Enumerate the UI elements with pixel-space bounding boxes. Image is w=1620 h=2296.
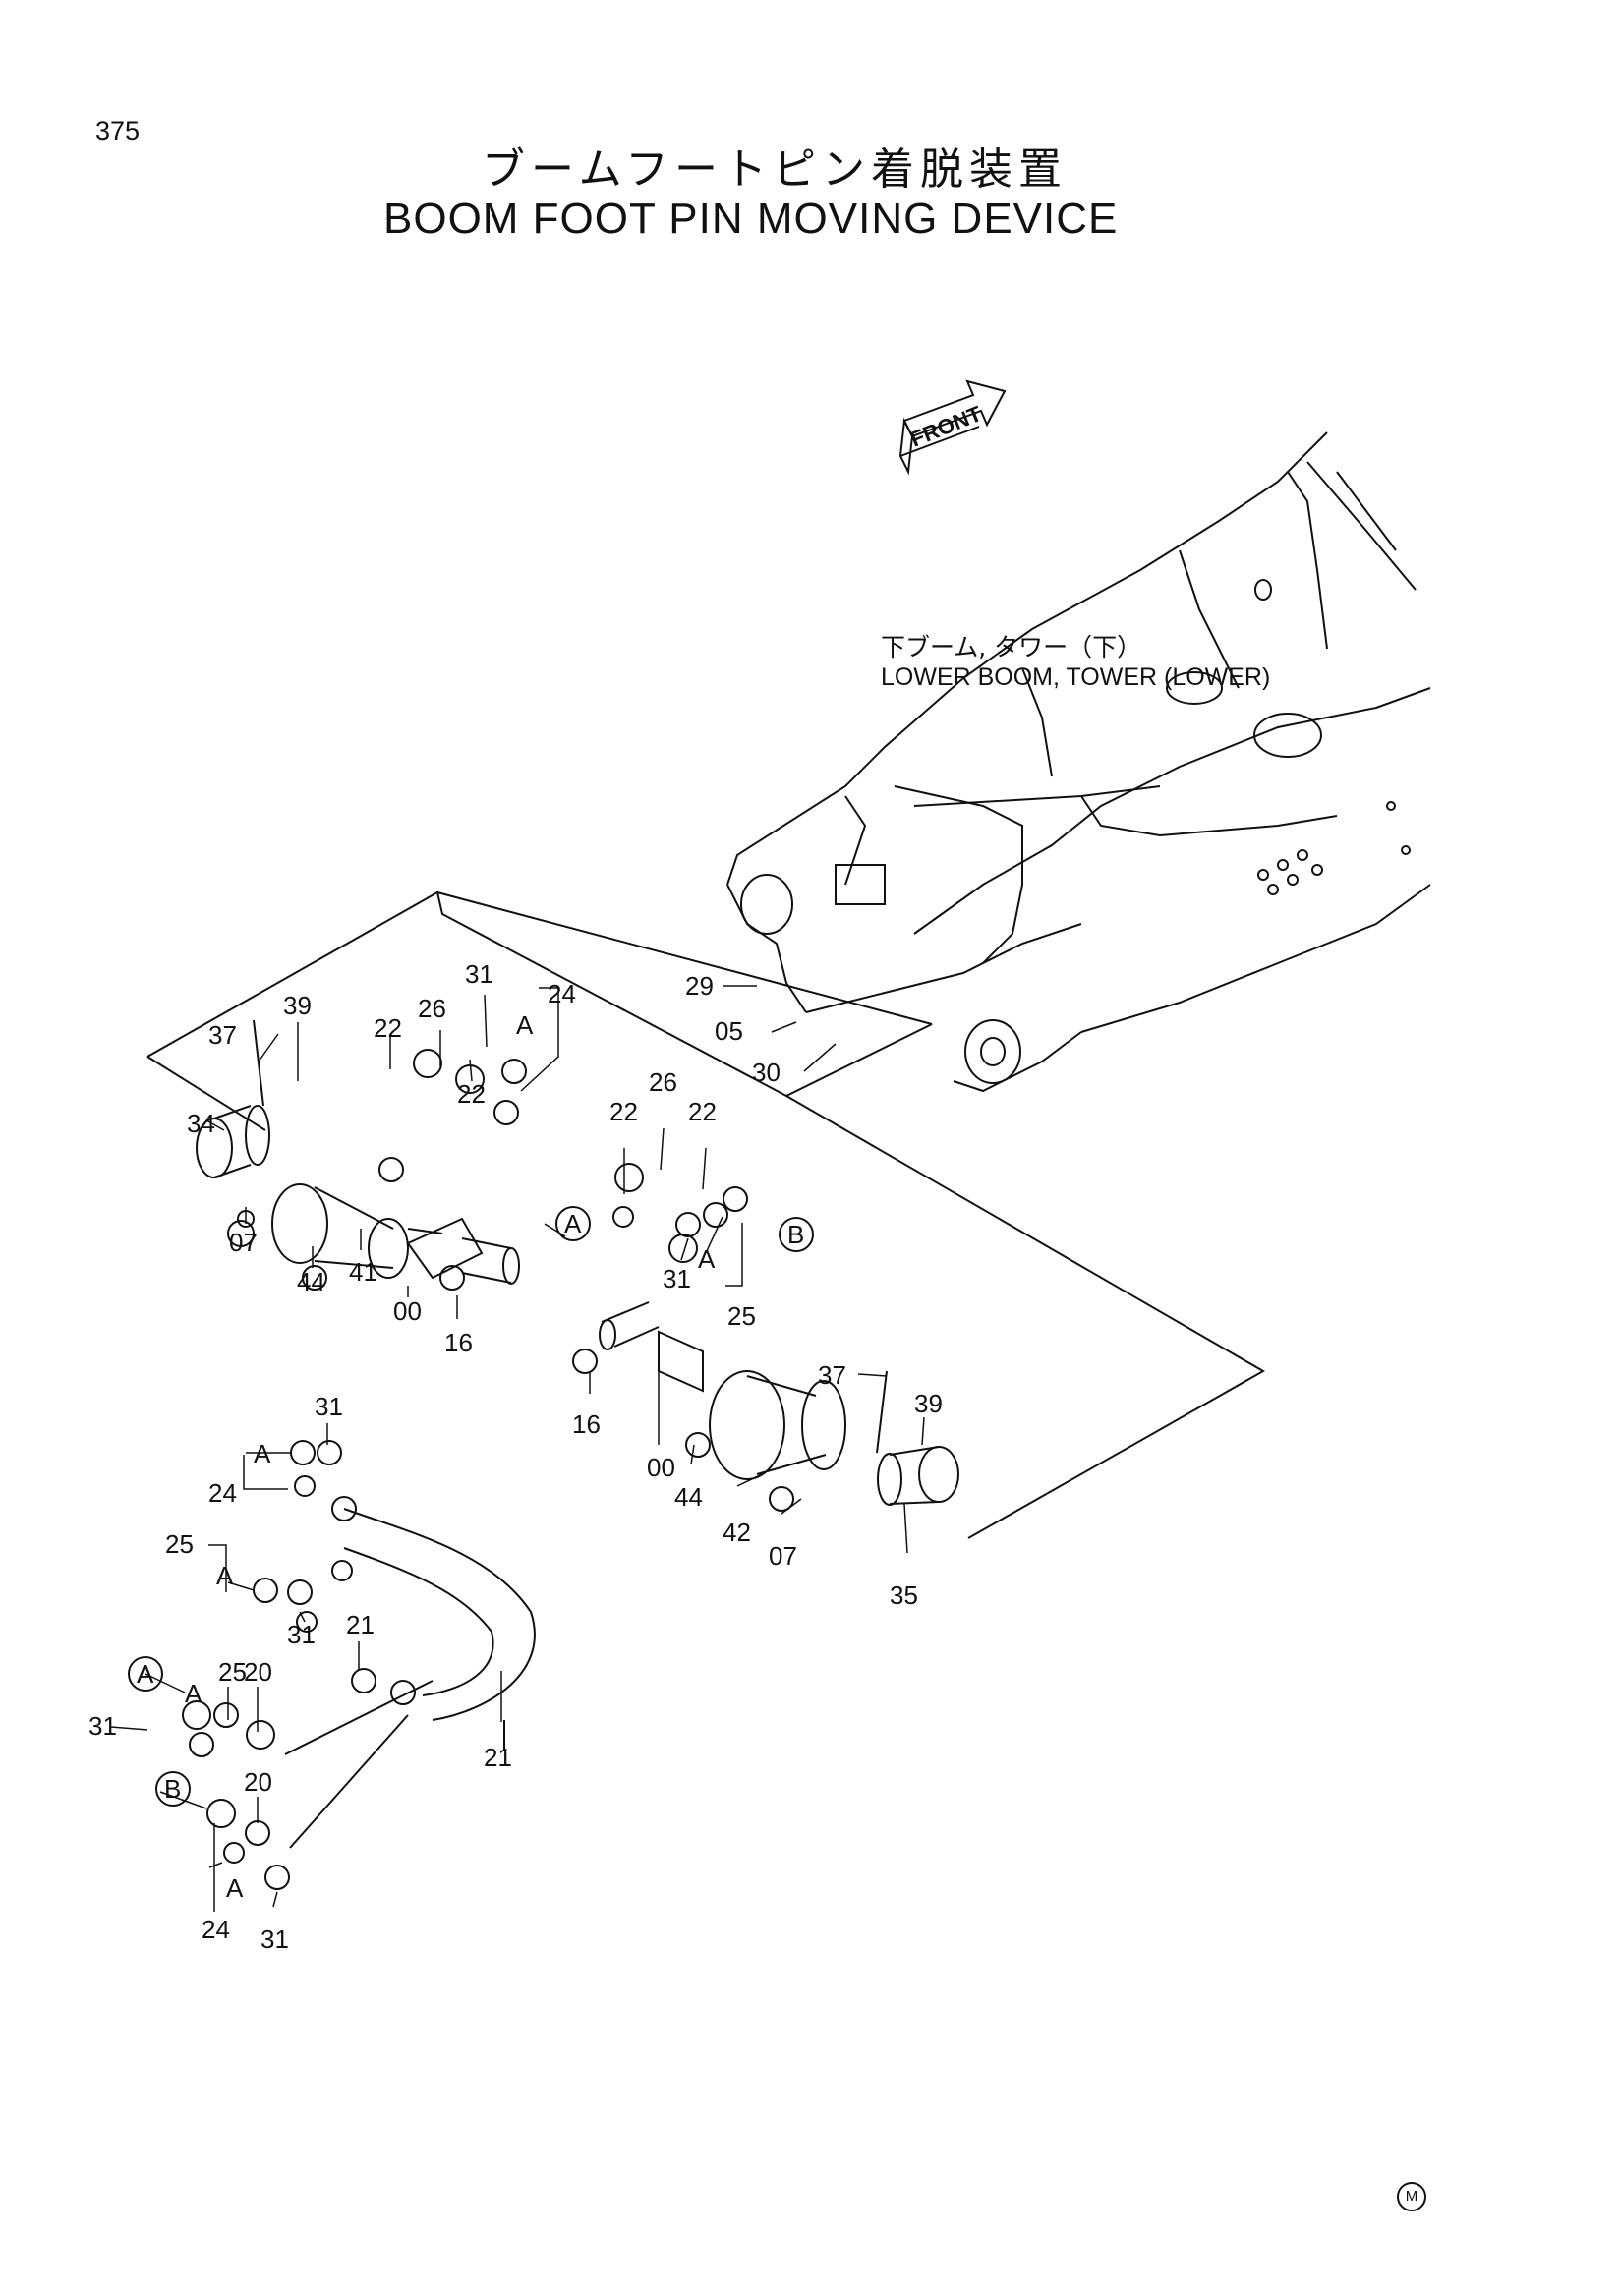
page-title-japanese: ブームフートピン着脱装置: [482, 144, 1069, 195]
callout-labels: 29 05 30 31 24 37 39 22 26 22 A 34 A 22 …: [88, 959, 943, 1954]
lower-boom-structure: [726, 431, 1431, 1093]
callout-A: A: [226, 1873, 244, 1903]
callout-A: A: [698, 1244, 716, 1274]
callout-25: 25: [218, 1657, 247, 1687]
callout-37: 37: [818, 1360, 846, 1390]
callout-42: 42: [723, 1518, 751, 1547]
callout-16: 16: [572, 1409, 601, 1439]
callout-26: 26: [649, 1067, 677, 1097]
callout-31: 31: [465, 959, 493, 989]
leader-lines: [110, 985, 925, 1912]
callout-A: A: [564, 1209, 582, 1238]
callout-39: 39: [914, 1389, 943, 1418]
callout-35: 35: [890, 1580, 918, 1610]
callout-A: A: [516, 1010, 534, 1040]
callout-21: 21: [346, 1610, 375, 1639]
callout-24: 24: [548, 979, 576, 1008]
callout-20: 20: [244, 1657, 272, 1687]
callout-00: 00: [393, 1296, 422, 1326]
callout-34: 34: [187, 1109, 215, 1138]
fittings-upper: [237, 1049, 748, 1263]
callout-25: 25: [165, 1529, 194, 1559]
callout-31: 31: [287, 1620, 316, 1649]
callout-07: 07: [769, 1541, 797, 1571]
callout-05: 05: [715, 1016, 743, 1046]
page-number: 375: [95, 116, 141, 145]
pin-assembly-left: [196, 1019, 520, 1291]
callout-07: 07: [229, 1228, 258, 1257]
callout-31: 31: [88, 1711, 117, 1741]
callout-B: B: [787, 1220, 804, 1249]
page-title: BOOM FOOT PIN MOVING DEVICE: [383, 195, 1119, 243]
callout-24: 24: [208, 1478, 237, 1508]
callout-26: 26: [418, 994, 446, 1023]
hose-assembly: [182, 1440, 536, 1890]
callout-25: 25: [727, 1301, 756, 1331]
lower-boom-label: LOWER BOOM, TOWER (LOWER): [881, 663, 1271, 691]
callout-39: 39: [283, 991, 312, 1020]
lower-boom-label-japanese: 下ブーム, タワー（下）: [881, 633, 1142, 661]
callout-30: 30: [752, 1058, 781, 1087]
callout-16: 16: [444, 1328, 473, 1357]
callout-41: 41: [349, 1257, 377, 1287]
front-label: FRONT: [907, 401, 986, 452]
callout-A: A: [254, 1439, 271, 1468]
reference-circles: [128, 1206, 814, 1807]
callout-22: 22: [457, 1079, 486, 1109]
callout-31: 31: [260, 1924, 289, 1954]
callout-44: 44: [674, 1482, 703, 1512]
callout-A: A: [137, 1659, 154, 1689]
callout-B: B: [164, 1774, 181, 1804]
callout-20: 20: [244, 1767, 272, 1797]
callout-31: 31: [663, 1264, 691, 1293]
callout-00: 00: [647, 1453, 675, 1482]
callout-22: 22: [374, 1013, 402, 1043]
corner-mark: M: [1397, 2182, 1426, 2211]
callout-21: 21: [484, 1743, 512, 1772]
callout-29: 29: [685, 971, 714, 1001]
callout-24: 24: [202, 1915, 230, 1944]
callout-22: 22: [688, 1097, 717, 1126]
callout-22: 22: [609, 1097, 638, 1126]
callout-37: 37: [208, 1020, 237, 1050]
callout-31: 31: [315, 1392, 343, 1421]
front-arrow: [898, 379, 1007, 476]
callout-A: A: [216, 1561, 234, 1590]
callout-A: A: [185, 1679, 202, 1708]
installation-boundary: [146, 890, 1266, 1539]
pin-assembly-center: [572, 1301, 959, 1512]
callout-44: 44: [297, 1267, 325, 1296]
